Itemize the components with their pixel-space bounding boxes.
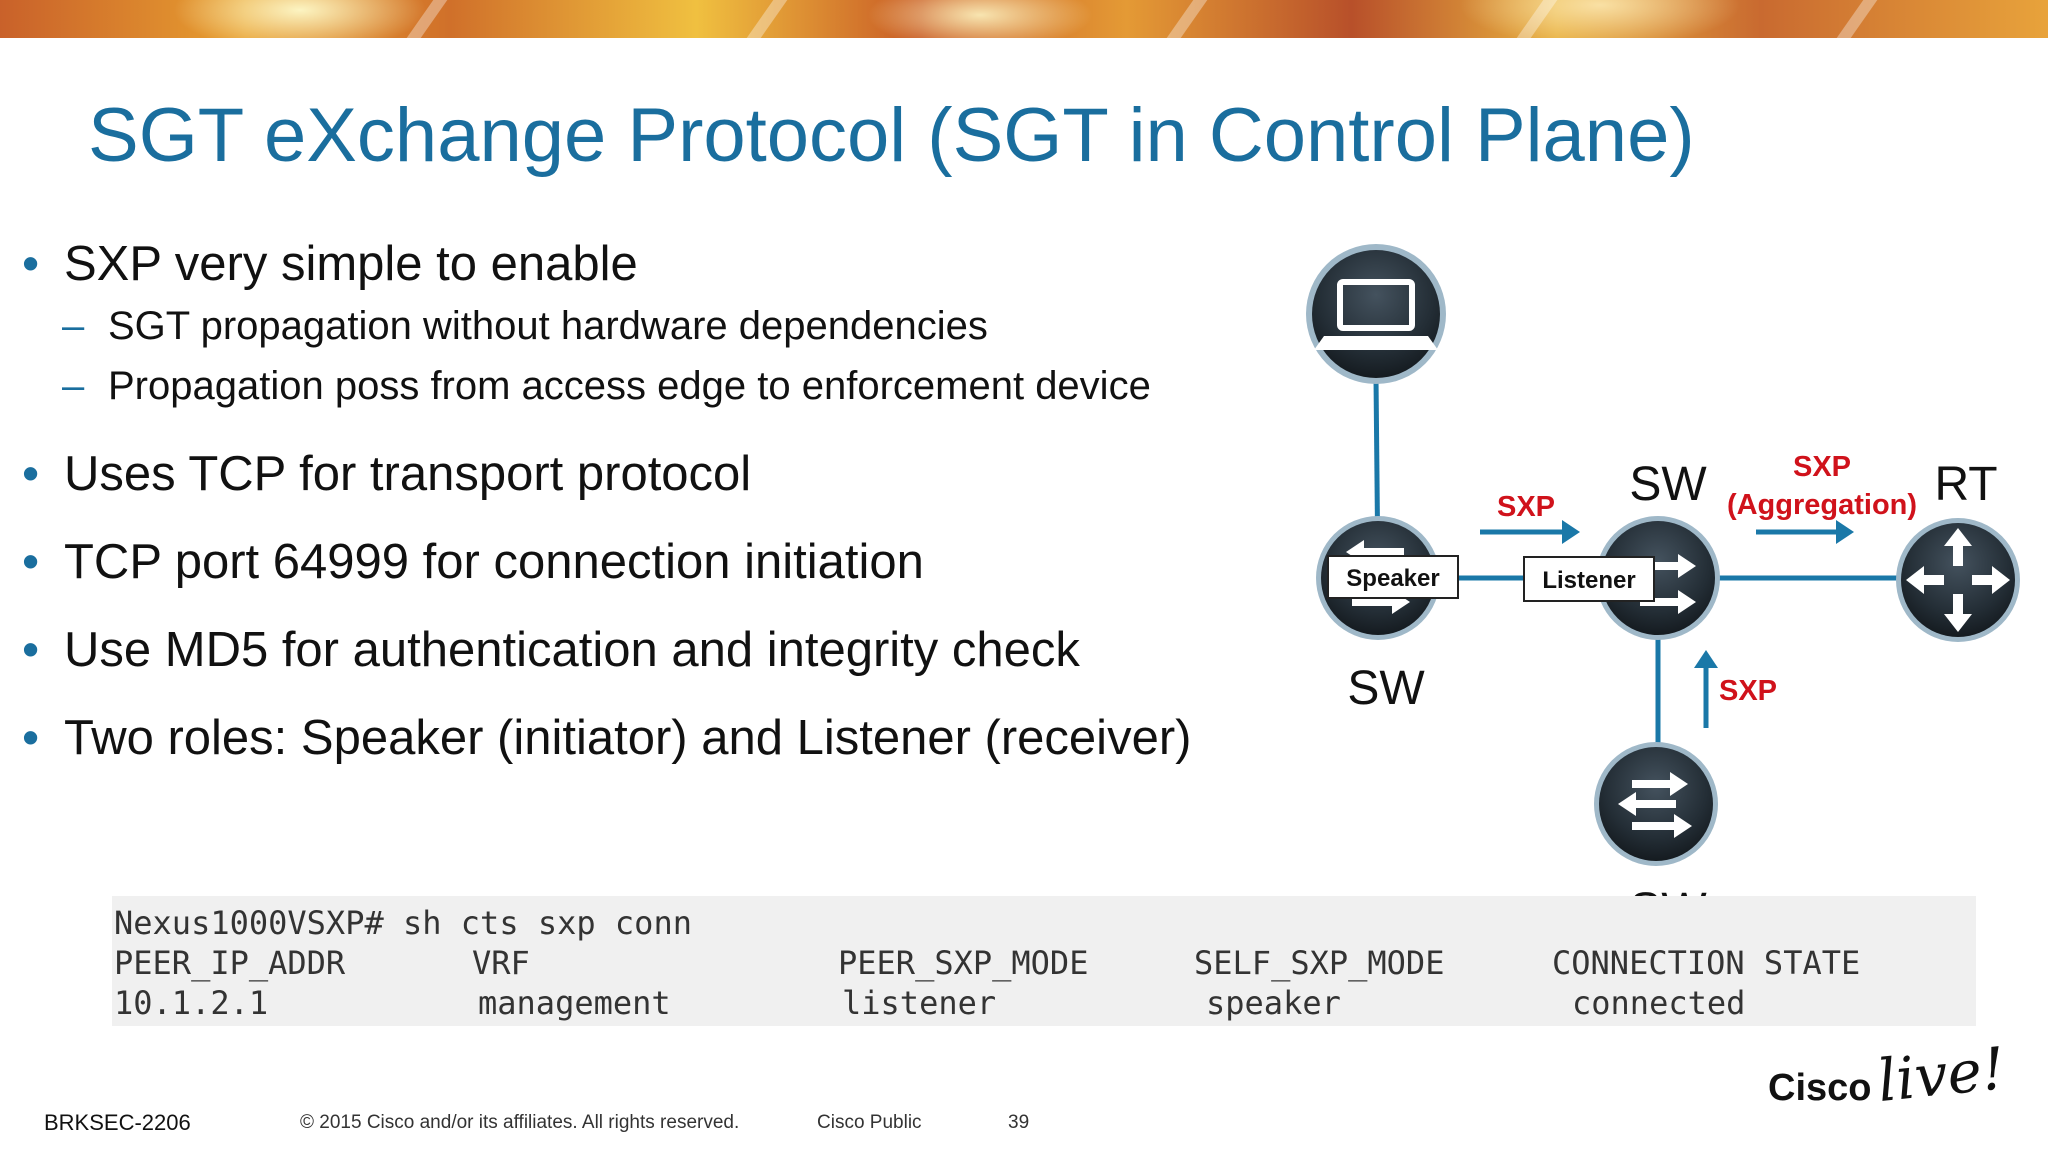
cli-header-cell: PEER_IP_ADDR: [114, 944, 346, 982]
sxp-label: SXP: [1719, 675, 1777, 707]
cli-output: Nexus1000VSXP# sh cts sxp conn PEER_IP_A…: [112, 896, 1976, 1026]
bullet-text: TCP port 64999 for connection initiation: [64, 535, 924, 589]
header-banner: [0, 0, 2048, 38]
cli-data-cell: management: [478, 984, 671, 1022]
cli-header-cell: SELF_SXP_MODE: [1194, 944, 1445, 982]
sub-bullet-marker: –: [62, 304, 85, 348]
footer-page-number: 39: [1008, 1112, 1030, 1133]
arrow-right-icon: [1756, 520, 1854, 544]
cli-data-cell: listener: [842, 984, 997, 1022]
bullet-text: Use MD5 for authentication and integrity…: [64, 623, 1080, 677]
cli-header-cell: VRF: [472, 944, 530, 982]
cisco-live-logo: Cisco live!: [1768, 1034, 2008, 1110]
router-label: RT: [1934, 458, 1997, 511]
bullet-marker: •: [22, 535, 40, 589]
logo-text-live: live!: [1874, 1034, 2008, 1110]
footer-classification: Cisco Public: [817, 1112, 922, 1133]
sub-bullet-text: SGT propagation without hardware depende…: [108, 304, 988, 348]
cli-header-cell: PEER_SXP_MODE: [838, 944, 1089, 982]
footer-copyright: © 2015 Cisco and/or its affiliates. All …: [300, 1112, 740, 1133]
switch-node-center: [1596, 516, 1720, 640]
router-icon: [1906, 528, 2010, 632]
arrow-up-icon: [1694, 650, 1718, 728]
router-node: [1896, 518, 2020, 642]
sub-bullet-marker: –: [62, 364, 85, 408]
speaker-role-box: Speaker: [1327, 555, 1459, 599]
cli-prompt: Nexus1000VSXP# sh cts sxp conn: [114, 904, 692, 942]
bullet-marker: •: [22, 237, 40, 291]
switch-icon: [1618, 772, 1692, 838]
cli-header-cell: CONNECTION STATE: [1552, 944, 1861, 982]
bullet-text: Uses TCP for transport protocol: [64, 447, 752, 501]
logo-text-cisco: Cisco: [1768, 1067, 1871, 1109]
bullet-text: Two roles: Speaker (initiator) and Liste…: [64, 711, 1192, 765]
listener-role-box: Listener: [1523, 556, 1655, 602]
sw-center-label: SW: [1629, 458, 1707, 511]
speaker-label: Speaker: [1346, 565, 1439, 592]
sub-bullet-text: Propagation poss from access edge to enf…: [108, 364, 1151, 408]
listener-label: Listener: [1542, 567, 1635, 594]
laptop-icon: [1314, 279, 1438, 350]
cli-data-cell: speaker: [1206, 984, 1341, 1022]
cli-data-row: 10.1.2.1 management listener speaker con…: [112, 984, 1976, 1024]
bullet-text: SXP very simple to enable: [64, 237, 638, 291]
switch-node-bottom: [1594, 742, 1718, 866]
laptop-node: [1306, 244, 1446, 384]
sxp-label: SXP: [1497, 491, 1555, 523]
sxp-aggregation-label: (Aggregation): [1727, 489, 1917, 521]
bullet-marker: •: [22, 711, 40, 765]
bullet-marker: •: [22, 447, 40, 501]
sw-left-label: SW: [1347, 662, 1425, 715]
cli-data-cell: connected: [1572, 984, 1746, 1022]
cli-header-row: PEER_IP_ADDR VRF PEER_SXP_MODE SELF_SXP_…: [112, 944, 1976, 984]
switch-icon: [1640, 554, 1696, 614]
slide-title: SGT eXchange Protocol (SGT in Control Pl…: [88, 93, 1695, 178]
cli-data-cell: 10.1.2.1: [114, 984, 269, 1022]
footer-session-code: BRKSEC-2206: [44, 1110, 191, 1135]
sxp-aggregation-label: SXP: [1793, 451, 1851, 483]
arrow-right-icon: [1480, 520, 1580, 544]
bullet-marker: •: [22, 623, 40, 677]
